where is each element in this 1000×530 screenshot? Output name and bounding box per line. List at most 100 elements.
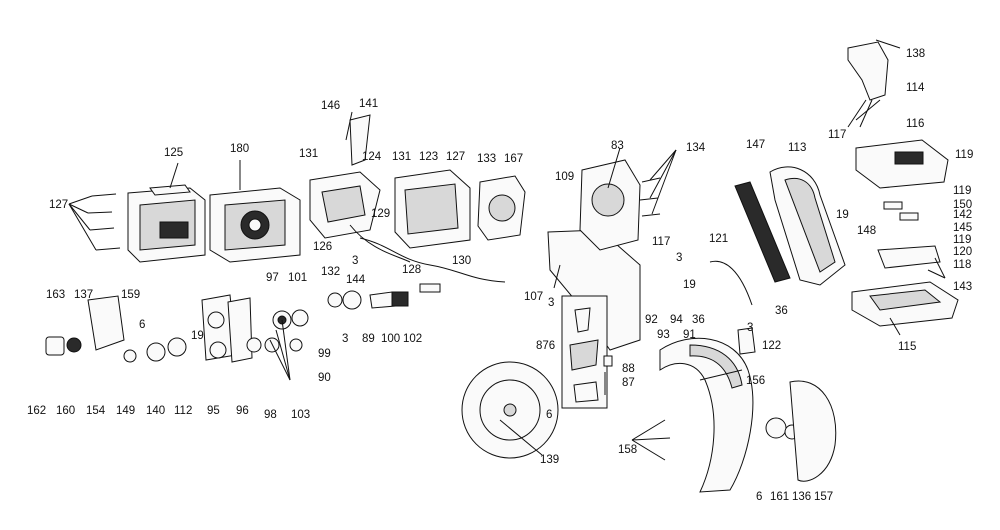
battery-pack	[127, 184, 206, 263]
callout-label: 117	[828, 129, 846, 141]
callout-label: 147	[746, 139, 765, 151]
callout-label: 121	[709, 233, 728, 245]
saw-blade	[461, 361, 559, 459]
motor-housing	[394, 169, 471, 249]
link-arm-121	[709, 260, 756, 355]
callout-label: 103	[291, 409, 310, 421]
callout-label: 3	[548, 297, 554, 309]
bracket-box	[561, 295, 608, 409]
callout-label: 83	[611, 140, 624, 152]
callout-label: 144	[346, 274, 366, 286]
callout-label: 92	[645, 314, 658, 326]
callout-label: 146	[321, 100, 340, 112]
callout-label: 132	[321, 266, 340, 278]
callout-label: 3	[342, 333, 348, 345]
callout-label: 93	[657, 329, 670, 341]
callout-label: 126	[313, 241, 332, 253]
callout-label: 91	[683, 329, 696, 341]
callout-label: 19	[191, 330, 204, 342]
callout-label: 154	[86, 405, 106, 417]
callout-label: 123	[419, 151, 438, 163]
pins-87-88	[603, 355, 613, 395]
callout-label: 160	[56, 405, 75, 417]
callout-label: 159	[121, 289, 140, 301]
fan-housing	[209, 187, 301, 263]
callout-label: 100	[381, 333, 400, 345]
callout-label: 101	[288, 272, 307, 284]
callout-label: 162	[27, 405, 46, 417]
callout-label: 167	[504, 153, 523, 165]
upper-guard	[659, 337, 754, 493]
callout-label: 127	[446, 151, 465, 163]
callout-label: 143	[953, 281, 972, 293]
callout-label: 94	[670, 314, 683, 326]
blade-washers	[765, 380, 837, 482]
callout-label: 876	[536, 340, 555, 352]
callout-label: 131	[392, 151, 411, 163]
arm-assembly	[547, 159, 641, 351]
callout-label: 116	[906, 118, 924, 130]
callout-label: 96	[236, 405, 249, 417]
callout-label: 134	[686, 142, 706, 154]
callout-label: 142	[953, 209, 972, 221]
power-cable	[349, 224, 506, 293]
callout-label: 95	[207, 405, 220, 417]
callout-label: 148	[857, 225, 876, 237]
callout-label: 97	[266, 272, 279, 284]
callout-label: 130	[452, 255, 471, 267]
callout-label: 36	[775, 305, 788, 317]
callout-label: 88	[622, 363, 635, 375]
callout-label: 139	[540, 454, 559, 466]
callout-label: 122	[762, 340, 781, 352]
callout-label: 128	[402, 264, 421, 276]
callout-label: 161	[770, 491, 789, 503]
callout-label: 3	[747, 322, 753, 334]
callout-label: 125	[164, 147, 183, 159]
callout-label: 119	[953, 234, 971, 246]
callout-label: 124	[362, 151, 382, 163]
callout-label: 119	[953, 185, 971, 197]
callout-label: 131	[299, 148, 318, 160]
screws-127-left	[87, 193, 121, 251]
callout-label: 89	[362, 333, 375, 345]
leader-lines	[68, 39, 946, 461]
belt-cover	[769, 166, 846, 286]
callout-label: 113	[788, 142, 806, 154]
callout-label: 157	[814, 491, 833, 503]
callout-label: 102	[403, 333, 422, 345]
callout-label: 19	[836, 209, 849, 221]
callout-label: 137	[74, 289, 93, 301]
callout-label: 158	[618, 444, 637, 456]
callout-label: 36	[692, 314, 705, 326]
callout-label: 90	[318, 372, 331, 384]
callout-label: 99	[318, 348, 331, 360]
callout-label: 149	[116, 405, 135, 417]
callout-label: 140	[146, 405, 165, 417]
callout-label: 150	[953, 199, 972, 211]
switch-parts-right	[877, 201, 941, 269]
callout-label: 129	[371, 208, 390, 220]
callout-label: 6	[139, 319, 145, 331]
callout-label: 107	[524, 291, 543, 303]
callout-labels: 138 114 117 116 119 119 150 142 145 119 …	[27, 48, 973, 503]
callout-label: 117	[652, 236, 670, 248]
callout-label: 119	[955, 149, 973, 161]
callout-label: 156	[746, 375, 765, 387]
motor-endcap	[477, 175, 526, 241]
callout-label: 87	[622, 377, 635, 389]
callout-label: 19	[683, 279, 696, 291]
callout-label: 141	[359, 98, 378, 110]
callout-label: 6	[756, 491, 762, 503]
callout-label: 98	[264, 409, 277, 421]
callout-label: 180	[230, 143, 249, 155]
switch-assembly	[309, 114, 381, 239]
gear-cover-parts	[45, 290, 409, 363]
handle-114	[847, 41, 889, 101]
belt	[734, 181, 791, 283]
callout-label: 6	[546, 409, 552, 421]
callout-label: 118	[953, 259, 971, 271]
callout-label: 3	[352, 255, 358, 267]
callout-label: 127	[49, 199, 68, 211]
